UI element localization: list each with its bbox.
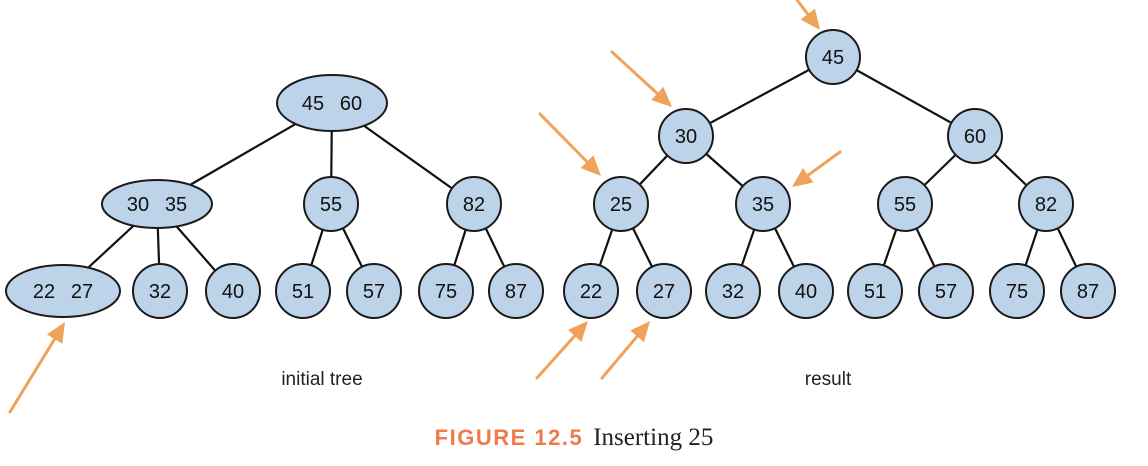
node-shape	[805, 29, 861, 85]
tree-node: 75	[989, 263, 1045, 319]
node-shape	[658, 108, 714, 164]
tree-node: 55	[303, 176, 359, 232]
node-shape	[778, 263, 834, 319]
node-shape	[989, 263, 1045, 319]
tree-node: 57	[346, 263, 402, 319]
node-shape	[488, 263, 544, 319]
tree-node: 22 27	[5, 264, 121, 318]
pointer-arrow	[535, 321, 588, 380]
node-shape	[563, 263, 619, 319]
node-shape	[5, 264, 121, 318]
node-shape	[877, 176, 933, 232]
pointer-arrow	[538, 112, 601, 176]
tree-node: 87	[1060, 263, 1116, 319]
figure-number: FIGURE 12.5	[434, 425, 584, 450]
node-shape	[275, 263, 331, 319]
node-key: 51	[292, 281, 314, 303]
node-key: 51	[864, 281, 886, 303]
node-key: 87	[1077, 281, 1099, 303]
tree-node: 22	[563, 263, 619, 319]
node-shape	[593, 176, 649, 232]
edges-layer	[62, 56, 1089, 292]
node-key: 30	[127, 194, 149, 216]
node-key: 75	[1006, 281, 1028, 303]
tree-node: 35	[735, 176, 791, 232]
tree-node: 45 60	[276, 74, 388, 132]
tree-node: 30	[658, 108, 714, 164]
tree-node: 32	[705, 263, 761, 319]
node-key: 55	[894, 194, 916, 216]
node-shape	[446, 176, 502, 232]
node-key: 60	[964, 126, 986, 148]
nodes-layer: 45 60 30 35 55 82 22 27 32 40 51 57 75 87 45 30 60 25 35 55…	[5, 29, 1116, 319]
tree-node: 25	[593, 176, 649, 232]
node-key: 75	[435, 281, 457, 303]
node-key: 40	[795, 281, 817, 303]
node-key: 35	[752, 194, 774, 216]
node-key: 45	[822, 47, 844, 69]
node-shape	[303, 176, 359, 232]
node-key: 22	[580, 281, 602, 303]
node-key: 87	[505, 281, 527, 303]
node-key: 60	[340, 93, 362, 115]
node-shape	[276, 74, 388, 132]
tree-node: 60	[947, 108, 1003, 164]
node-shape	[735, 176, 791, 232]
arrows-layer	[8, 0, 842, 414]
node-key: 35	[165, 194, 187, 216]
tree-node: 57	[918, 263, 974, 319]
node-shape	[947, 108, 1003, 164]
tree-node: 32	[132, 263, 188, 319]
tree-node: 40	[778, 263, 834, 319]
figure-title: Inserting 25	[593, 424, 714, 451]
tree-node: 27	[636, 263, 692, 319]
pointer-arrow	[795, 0, 820, 30]
figure-caption: FIGURE 12.5 Inserting 25	[0, 424, 1148, 452]
node-key: 30	[675, 126, 697, 148]
pointer-arrow	[610, 50, 672, 107]
tree-node: 82	[446, 176, 502, 232]
tree-node: 75	[418, 263, 474, 319]
node-key: 82	[463, 194, 485, 216]
node-key: 57	[935, 281, 957, 303]
node-shape	[418, 263, 474, 319]
node-key: 55	[320, 194, 342, 216]
pointer-arrow	[792, 150, 842, 187]
node-key: 25	[610, 194, 632, 216]
node-key: 32	[149, 281, 171, 303]
node-key: 45	[302, 93, 324, 115]
initial-tree-label: initial tree	[281, 369, 362, 390]
node-shape	[705, 263, 761, 319]
pointer-arrow	[600, 321, 650, 380]
tree-node: 82	[1018, 176, 1074, 232]
node-key: 27	[653, 281, 675, 303]
node-shape	[918, 263, 974, 319]
node-key: 40	[222, 281, 244, 303]
node-key: 32	[722, 281, 744, 303]
node-shape	[636, 263, 692, 319]
tree-node: 40	[205, 263, 261, 319]
tree-node: 87	[488, 263, 544, 319]
node-shape	[132, 263, 188, 319]
node-key: 27	[71, 281, 93, 303]
result-tree-label: result	[805, 369, 852, 390]
tree-node: 51	[275, 263, 331, 319]
node-shape	[205, 263, 261, 319]
node-shape	[101, 179, 213, 229]
tree-node: 55	[877, 176, 933, 232]
node-shape	[1060, 263, 1116, 319]
node-key: 57	[363, 281, 385, 303]
tree-node: 30 35	[101, 179, 213, 229]
pointer-arrow	[8, 322, 65, 414]
node-shape	[346, 263, 402, 319]
tree-node: 51	[847, 263, 903, 319]
node-shape	[847, 263, 903, 319]
tree-node: 45	[805, 29, 861, 85]
node-key: 82	[1035, 194, 1057, 216]
node-shape	[1018, 176, 1074, 232]
node-key: 22	[33, 281, 55, 303]
